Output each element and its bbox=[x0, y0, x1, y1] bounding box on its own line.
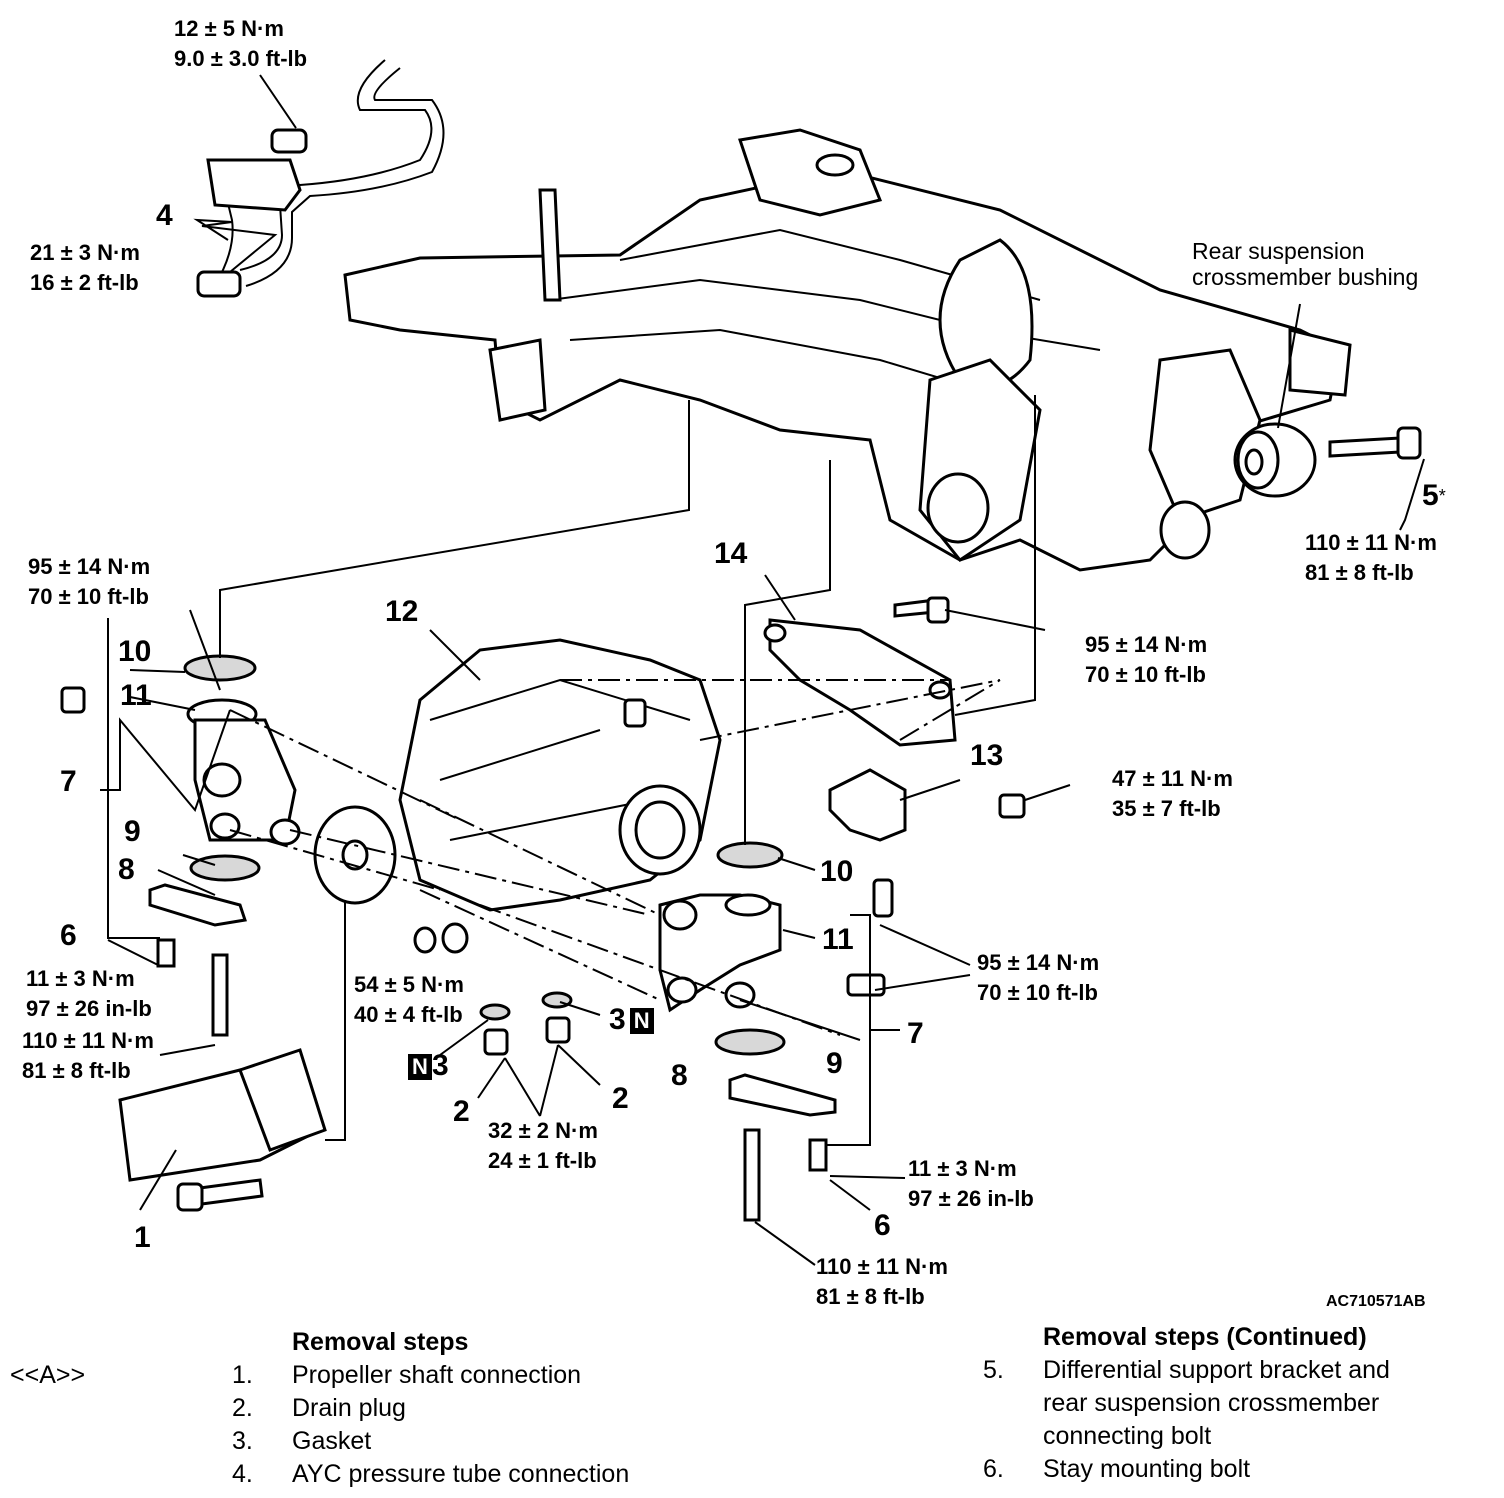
callout-9: 9 bbox=[124, 815, 141, 848]
callout-11: 11 bbox=[822, 923, 854, 956]
list-item: 2.Drain plug bbox=[232, 1394, 406, 1422]
list-item: 1.Propeller shaft connection bbox=[232, 1361, 582, 1389]
left-differential-support bbox=[60, 654, 301, 1037]
callout-12: 12 bbox=[385, 595, 419, 628]
new-part-mark: N bbox=[408, 1054, 432, 1081]
callout-1: 1 bbox=[134, 1221, 151, 1254]
ayc-pressure-tube bbox=[196, 59, 445, 298]
callout-10: 10 bbox=[118, 635, 152, 668]
drain-plugs bbox=[413, 922, 573, 1056]
removal-steps-continued: Removal steps (Continued) 5. Differentia… bbox=[983, 1321, 1493, 1486]
leader-lines bbox=[100, 74, 1425, 1266]
list-item: 6.Stay mounting bolt bbox=[983, 1455, 1251, 1483]
callout-6: 6 bbox=[60, 919, 77, 952]
callout-8: 8 bbox=[671, 1059, 688, 1092]
list-item: 4.AYC pressure tube connection bbox=[232, 1460, 630, 1488]
note-a: <<A>> bbox=[10, 1361, 86, 1389]
rear-suspension-crossmember bbox=[343, 128, 1352, 572]
callout-7: 7 bbox=[907, 1017, 924, 1050]
list-item: 3.Gasket bbox=[232, 1427, 372, 1455]
callout-14: 14 bbox=[714, 537, 748, 570]
callout-6: 6 bbox=[874, 1209, 891, 1242]
callout-11: 11 bbox=[120, 679, 152, 712]
new-part-mark: N bbox=[629, 1008, 654, 1035]
callout-7: 7 bbox=[60, 765, 77, 798]
callout-10: 10 bbox=[820, 855, 854, 888]
support-bracket-14 bbox=[763, 596, 957, 747]
exploded-view-drawing bbox=[60, 59, 1425, 1266]
removal-steps-heading: Removal steps bbox=[292, 1328, 469, 1356]
differential-carrier bbox=[313, 638, 722, 912]
right-differential-support bbox=[658, 841, 837, 1222]
removal-steps-continued-heading: Removal steps (Continued) bbox=[1043, 1323, 1367, 1351]
propeller-shaft bbox=[118, 1048, 327, 1212]
callout-2: 2 bbox=[612, 1082, 629, 1115]
callout-13: 13 bbox=[970, 739, 1004, 772]
callout-5: 5* bbox=[1422, 479, 1446, 512]
callout-8: 8 bbox=[118, 853, 135, 886]
callout-4: 4 bbox=[156, 199, 173, 232]
crossmember-bushing bbox=[1233, 422, 1317, 498]
callout-9: 9 bbox=[826, 1047, 843, 1080]
figure-reference: AC710571AB bbox=[1326, 1293, 1426, 1310]
callout-2: 2 bbox=[453, 1095, 470, 1128]
bolt-5 bbox=[1328, 426, 1422, 460]
